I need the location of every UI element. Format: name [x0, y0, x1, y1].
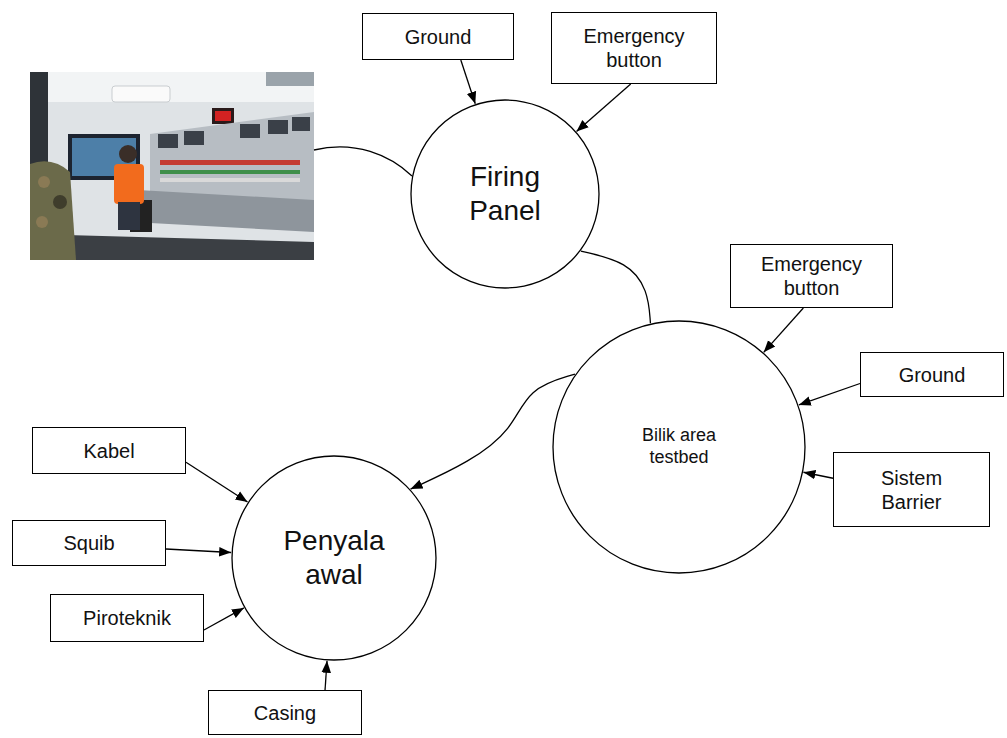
component-box: Ground	[362, 13, 514, 60]
panel-screen	[292, 117, 310, 131]
air-conditioner	[112, 86, 170, 102]
soldier-figure	[30, 161, 76, 260]
text-group: Penyala awal	[274, 524, 394, 591]
text-group: Emergency button	[569, 24, 699, 72]
component-box: Squib	[12, 520, 166, 566]
component-box: Emergency button	[551, 12, 717, 84]
node-label: Piroteknik	[83, 606, 171, 630]
text-group: Ground	[405, 25, 472, 49]
console-desk	[132, 190, 314, 232]
stage-circle: Bilik area testbed	[552, 320, 806, 574]
stage-circle: Penyala awal	[231, 455, 437, 661]
operator-head	[119, 145, 137, 163]
connector-arrow	[411, 374, 575, 489]
clock-digits	[215, 111, 231, 121]
component-box: Sistem Barrier	[833, 452, 990, 527]
camo-spot	[53, 195, 67, 209]
vent	[266, 72, 314, 86]
connector-arrow	[803, 472, 833, 478]
connector-arrow	[461, 60, 475, 104]
panel-screen	[240, 124, 260, 138]
button-row	[160, 160, 300, 165]
node-label: Kabel	[83, 439, 134, 463]
operator-vest	[114, 164, 144, 204]
connector-arrow	[581, 251, 651, 323]
node-label: Squib	[63, 531, 114, 555]
circle-shape	[411, 100, 599, 288]
connector-arrow	[576, 84, 630, 131]
component-box: Casing	[208, 690, 362, 735]
stage-circle: Firing Panel	[410, 99, 600, 289]
text-group: Kabel	[83, 439, 134, 463]
connector-arrow	[764, 308, 804, 352]
text-group: Bilik area testbed	[619, 425, 739, 468]
circle-shape	[553, 321, 805, 573]
node-label: Penyala awal	[274, 524, 394, 591]
panel-screen	[268, 120, 288, 134]
button-row	[160, 178, 300, 182]
circle-outline	[410, 99, 600, 289]
text-group: Squib	[63, 531, 114, 555]
text-group: Piroteknik	[83, 606, 171, 630]
node-label: Emergency button	[747, 252, 877, 300]
connector-arrow	[186, 462, 248, 502]
operator-legs	[118, 202, 140, 230]
component-box: Kabel	[32, 427, 186, 474]
node-label: Sistem Barrier	[862, 466, 962, 514]
panel-screen	[184, 131, 204, 145]
camo-spot	[38, 176, 50, 188]
panel-screen	[158, 134, 178, 148]
component-box: Ground	[860, 352, 1004, 397]
circle-shape	[232, 456, 436, 660]
photo-link-line	[314, 147, 412, 176]
console-panel	[150, 112, 314, 202]
node-label: Bilik area testbed	[619, 425, 739, 468]
node-label: Emergency button	[569, 24, 699, 72]
wall	[30, 72, 314, 260]
node-label: Ground	[405, 25, 472, 49]
component-box: Emergency button	[730, 244, 893, 308]
text-group: Firing Panel	[455, 160, 555, 227]
node-label: Ground	[899, 363, 966, 387]
text-group: Sistem Barrier	[862, 466, 962, 514]
text-group: Ground	[899, 363, 966, 387]
ceiling	[30, 72, 314, 102]
node-label: Firing Panel	[455, 160, 555, 227]
connector-arrow	[799, 384, 860, 405]
control-room-photo	[30, 72, 314, 260]
connector-arrow	[166, 549, 231, 552]
connector-arrow	[204, 608, 244, 630]
circle-outline	[231, 455, 437, 661]
connector-arrow	[325, 661, 327, 690]
clock-display	[212, 108, 234, 124]
node-label: Casing	[254, 701, 316, 725]
text-group: Emergency button	[747, 252, 877, 300]
component-box: Piroteknik	[50, 594, 204, 642]
camo-spot	[36, 216, 48, 228]
text-group: Casing	[254, 701, 316, 725]
button-row	[160, 170, 300, 174]
